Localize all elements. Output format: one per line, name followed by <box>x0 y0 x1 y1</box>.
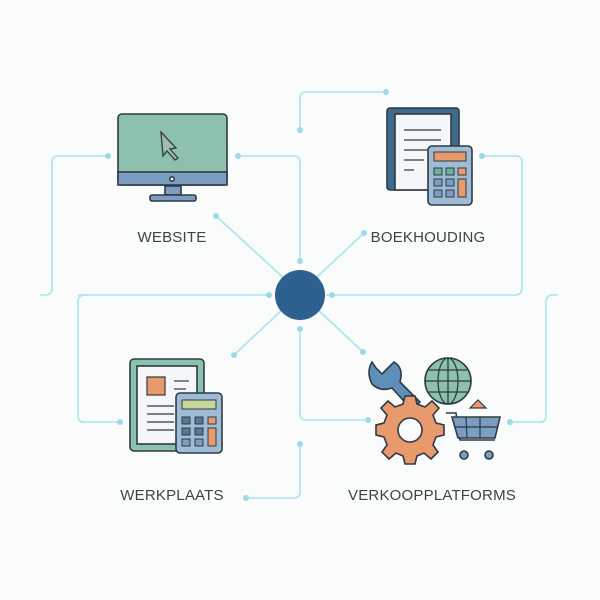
node-label-boekhouding: BOEKHOUDING <box>370 229 486 246</box>
wrench-gear-globe-cart-icon <box>368 357 502 465</box>
monitor-cursor-icon <box>117 113 228 202</box>
form-calculator-icon <box>129 358 223 454</box>
node-label-website: WEBSITE <box>137 229 207 246</box>
document-calculator-icon <box>386 107 473 206</box>
node-label-verkoopplatforms: VERKOOPPLATFORMS <box>348 487 516 504</box>
connectors <box>40 91 558 499</box>
node-label-werkplaats: WERKPLAATS <box>120 487 224 504</box>
connector-dots <box>105 89 513 501</box>
hub-node <box>275 270 325 320</box>
